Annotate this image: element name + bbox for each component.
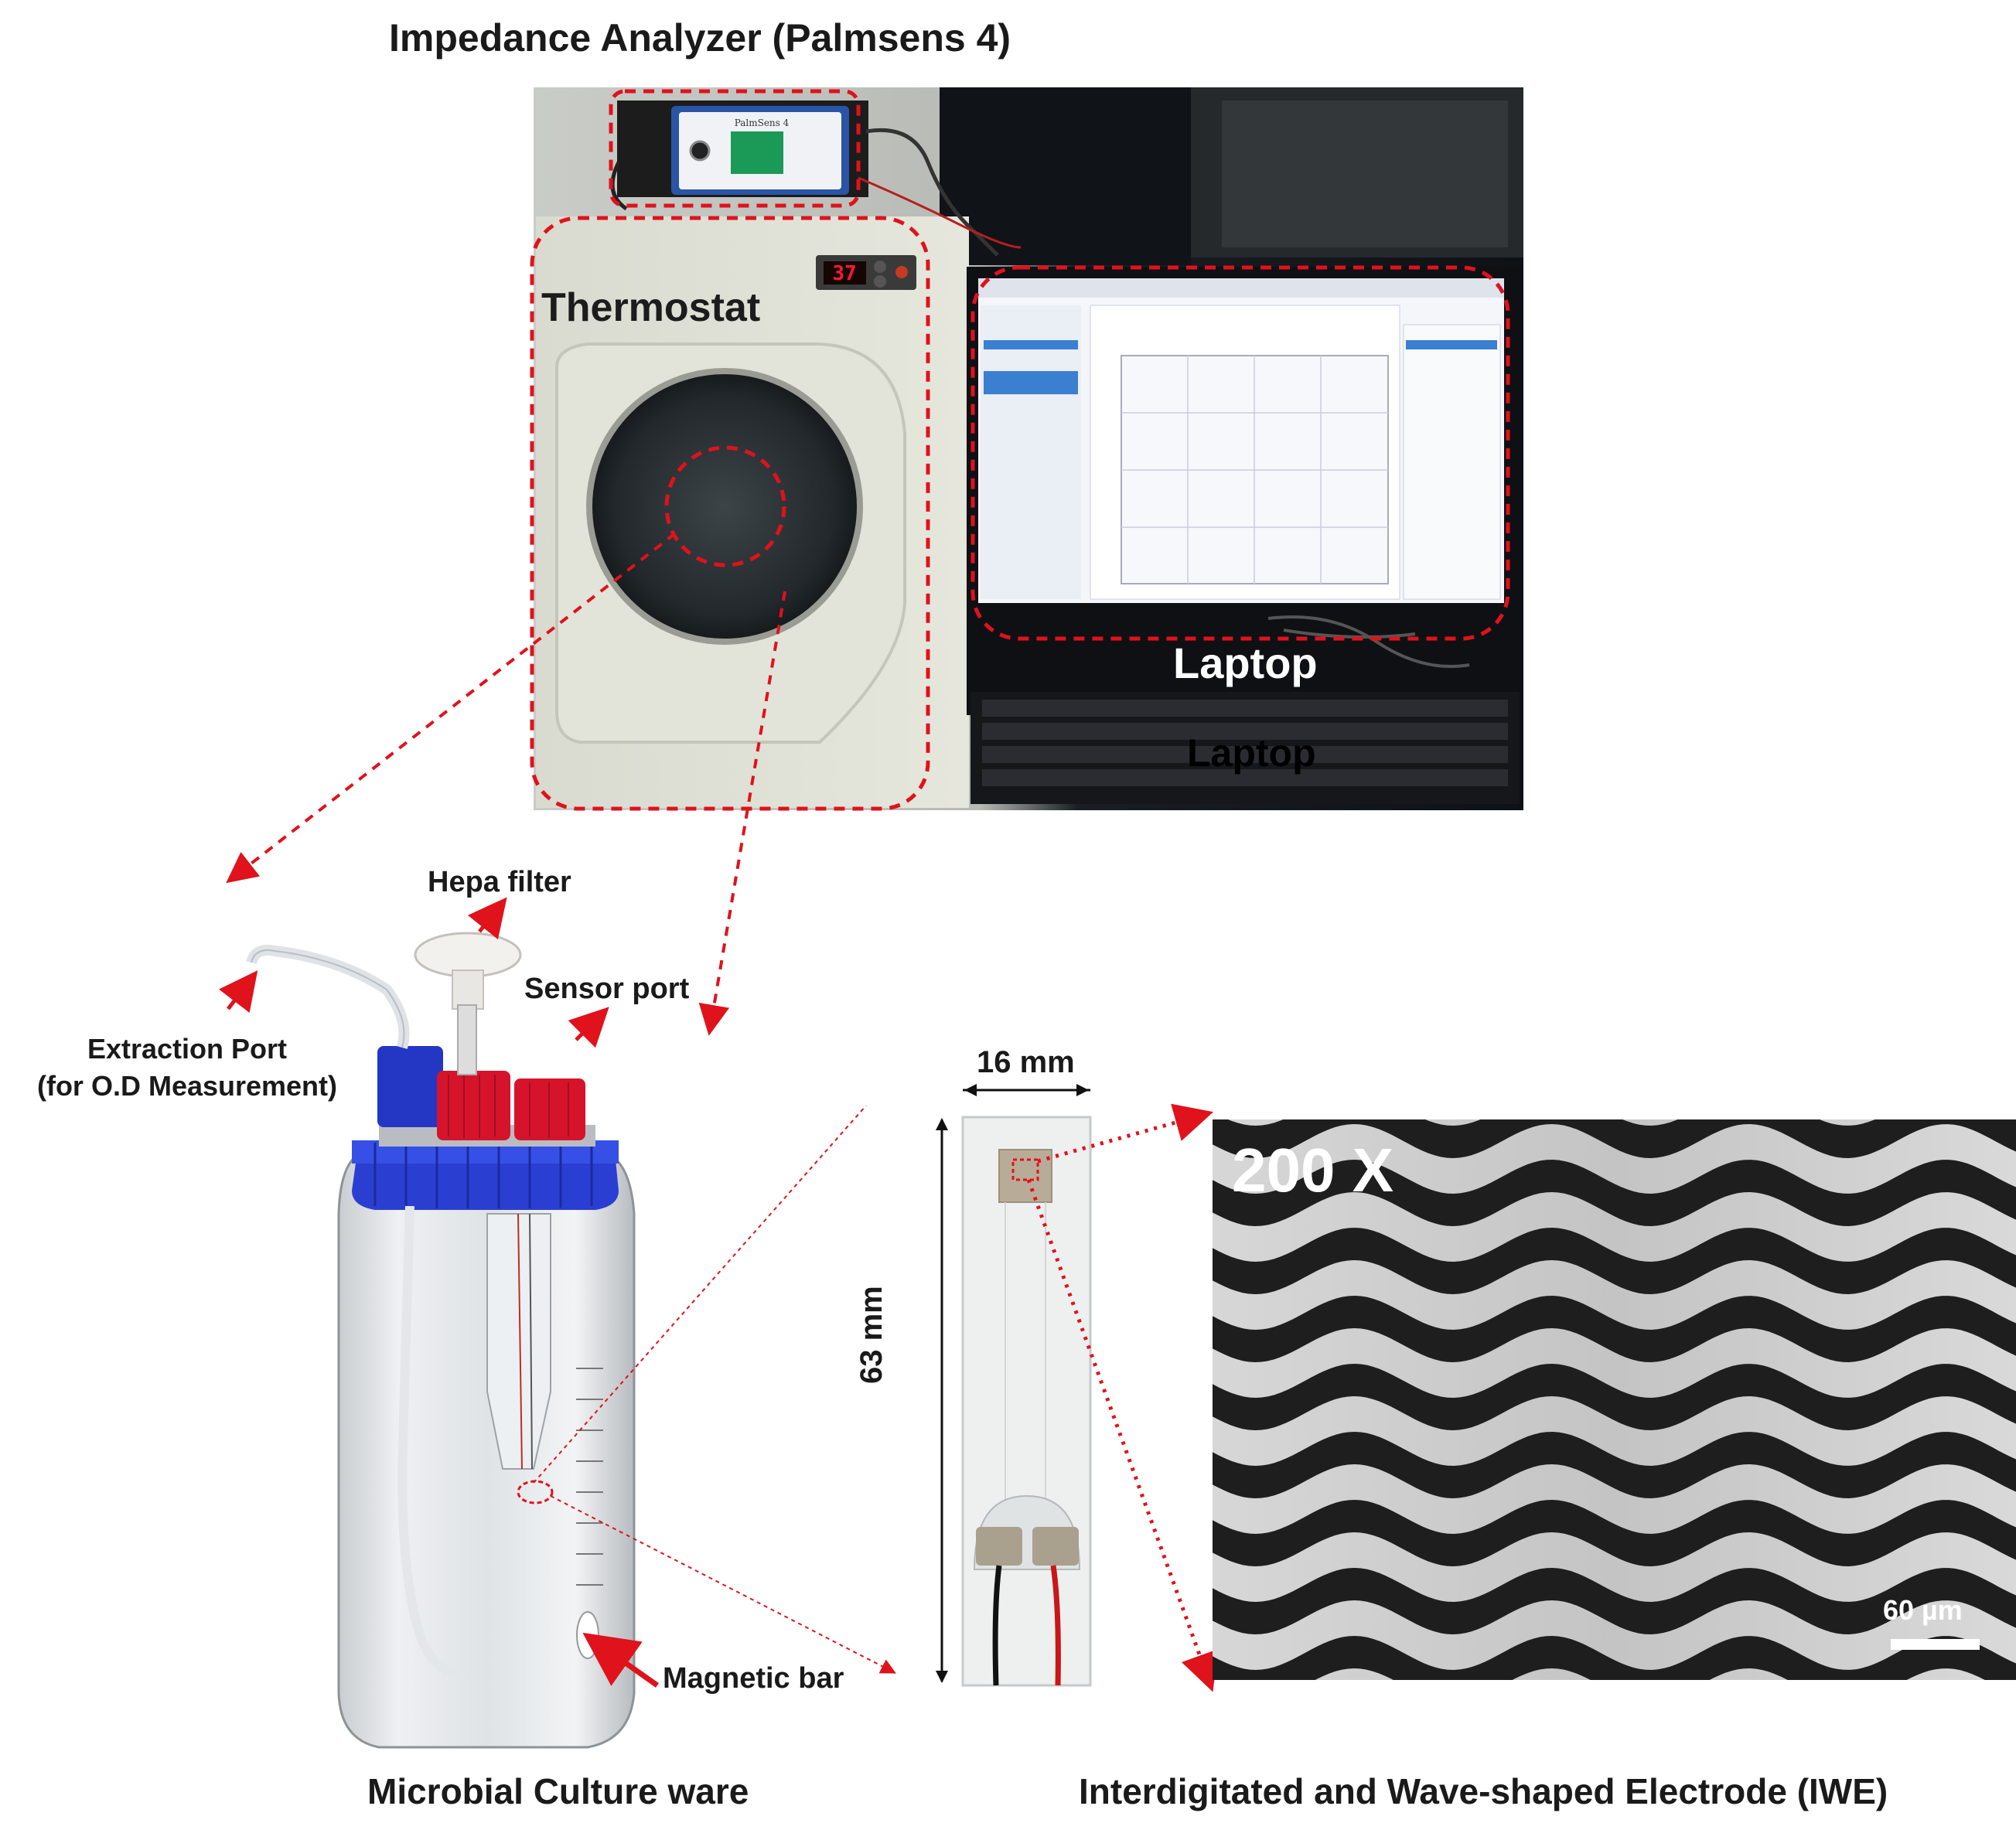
extraction-port-line1: Extraction Port	[87, 1033, 288, 1065]
analyzer-title: Impedance Analyzer (Palmsens 4)	[389, 16, 1011, 60]
microscope-image	[1206, 1119, 2016, 1770]
electrode-wave-stripe	[1213, 1636, 2016, 1680]
culture-bottle	[246, 932, 636, 1749]
magnetic-bar	[576, 1611, 599, 1659]
electrode-width-label: 16 mm	[977, 1045, 1075, 1079]
hepa-filter-label: Hepa filter	[428, 866, 571, 898]
electrode-length-label: 63 mm	[854, 1286, 889, 1384]
arrow-to-bottle-left	[226, 532, 677, 884]
electrode-wave-stripe	[1213, 1568, 2016, 1634]
electrode-wave-stripe	[1213, 1296, 2016, 1362]
electrode-wave-stripe	[1213, 1432, 2016, 1498]
sensor-port-label: Sensor port	[524, 973, 690, 1005]
electrode-wave-stripe	[1213, 1500, 2016, 1566]
electrode-wave-stripe	[1213, 1119, 2016, 1158]
extraction-port-label: Extraction Port (for O.D Measurement)	[17, 1031, 357, 1105]
thermostat-temp-text: 37	[832, 262, 856, 285]
laptop-keyboard-text: Laptop	[1187, 731, 1316, 775]
window-highlight	[664, 445, 786, 567]
scale-bar	[1891, 1639, 1980, 1650]
electrode-wave-stripe	[1213, 1228, 2016, 1294]
analyzer-highlight	[609, 89, 861, 208]
electrode-wave-stripe	[1213, 1160, 2016, 1226]
extraction-cap	[377, 1046, 443, 1127]
electrode-slide	[961, 1116, 1092, 1687]
arrow-to-bottle-right	[698, 591, 786, 1036]
magnetic-bar-label: Magnetic bar	[663, 1662, 844, 1695]
extraction-port-line2: (for O.D Measurement)	[36, 1070, 338, 1102]
thermostat-window	[586, 368, 863, 645]
laptop-highlight	[970, 265, 1510, 641]
electrode-wave-stripe	[1213, 1364, 2016, 1430]
svg-text:PalmSens 4: PalmSens 4	[735, 118, 790, 128]
thermostat-label: Thermostat	[541, 285, 761, 330]
laptop-label: Laptop	[1173, 639, 1318, 687]
electrode-pad	[998, 1149, 1052, 1203]
scale-bar-label: 60 µm	[1883, 1594, 1963, 1626]
filter-cap	[437, 1071, 510, 1140]
culture-ware-caption: Microbial Culture ware	[367, 1771, 749, 1811]
iwe-caption: Interdigitated and Wave-shaped Electrode…	[1079, 1771, 1888, 1811]
magnification-label: 200 X	[1232, 1136, 1394, 1205]
electrode-wave-stripe	[1206, 1704, 2016, 1770]
thermostat-highlight	[530, 216, 930, 811]
